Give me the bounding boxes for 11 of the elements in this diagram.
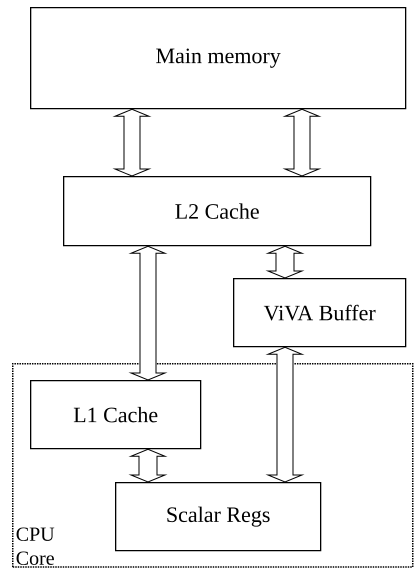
memory-box: L2 Cache <box>63 176 372 246</box>
memory-box: Main memory <box>30 7 406 110</box>
double-arrow <box>265 246 305 279</box>
double-arrow <box>265 346 305 483</box>
double-arrow <box>282 108 322 177</box>
memory-box: L1 Cache <box>30 380 202 450</box>
memory-box: ViVA Buffer <box>233 278 406 348</box>
double-arrow <box>112 108 152 177</box>
double-arrow <box>128 246 168 381</box>
double-arrow <box>128 448 168 483</box>
memory-box: Scalar Regs <box>115 482 322 552</box>
